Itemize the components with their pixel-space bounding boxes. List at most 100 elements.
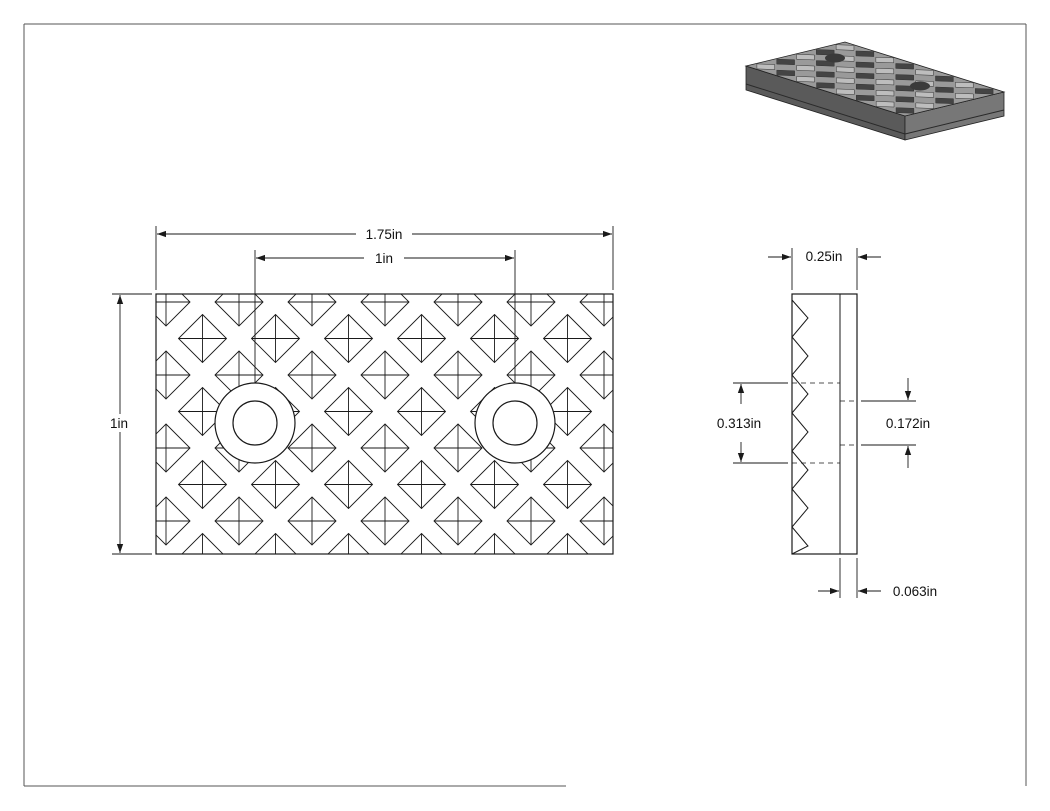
iso-top-face [744, 41, 1006, 117]
iso-tooth [915, 69, 934, 76]
pyramid-diamond [690, 607, 738, 655]
dim-base-thickness [818, 558, 881, 598]
iso-tooth [875, 79, 895, 86]
pyramid-diamond [69, 497, 117, 545]
pyramid-diamond [617, 242, 665, 290]
pyramid-diamond [617, 461, 665, 509]
pyramid-diamond [653, 278, 701, 326]
pyramid-diamond [252, 607, 300, 655]
pyramid-diamond [653, 351, 701, 399]
iso-tooth [895, 74, 914, 81]
iso-tooth [855, 83, 875, 90]
pyramid-diamond [653, 570, 701, 618]
pyramid-diamond [215, 570, 263, 618]
iso-tooth [855, 61, 875, 68]
pyramid-diamond [690, 461, 738, 509]
iso-tooth [835, 66, 855, 73]
iso-tooth [835, 44, 855, 51]
pyramid-diamond [288, 205, 336, 253]
pyramid-diamond [106, 534, 154, 582]
iso-tooth [955, 93, 974, 100]
pyramid-diamond [142, 205, 190, 253]
dim-label-overall-height: 1in [110, 416, 128, 431]
iso-tooth [855, 50, 875, 57]
iso-tooth [776, 58, 795, 65]
pyramid-diamond [69, 205, 117, 253]
side-outline [791, 293, 858, 555]
iso-tooth [875, 101, 895, 108]
hole-left [214, 382, 296, 464]
pyramid-diamond [325, 242, 373, 290]
iso-tooth [974, 88, 994, 95]
iso-tooth [935, 86, 954, 93]
dim-overall-width [155, 226, 614, 290]
pyramid-diamond [507, 570, 555, 618]
iso-tooth [816, 71, 835, 78]
pyramid-diamond [473, 532, 516, 554]
pyramid-diamond [617, 607, 665, 655]
pyramid-diamond [617, 534, 665, 582]
pyramid-diamond [106, 461, 154, 509]
dim-label-hole-spacing: 1in [375, 251, 393, 266]
iso-tooth [955, 81, 974, 89]
pyramid-diamond [653, 205, 701, 253]
pyramid-diamond [617, 315, 665, 363]
dim-counterbore [733, 382, 788, 464]
pyramid-diamond [181, 532, 224, 554]
iso-tooth [796, 76, 815, 83]
pyramid-diamond [327, 532, 370, 554]
pyramid-diamond [580, 570, 628, 618]
pyramid-diamond [471, 607, 519, 655]
iso-tooth [895, 107, 915, 114]
iso-tooth [855, 72, 875, 79]
pyramid-diamond [288, 570, 336, 618]
pyramid-diamond [546, 532, 589, 554]
pyramid-diamond [361, 570, 409, 618]
dim-label-bg [104, 414, 136, 432]
pyramid-diamond [142, 570, 190, 618]
pyramid-diamond [690, 242, 738, 290]
pyramid-diamond [580, 205, 628, 253]
pyramid-diamond [544, 242, 592, 290]
pyramid-diamond [252, 242, 300, 290]
iso-tooth [836, 77, 855, 84]
pyramid-diamond [653, 424, 701, 472]
dim-thickness [768, 248, 881, 290]
iso-teeth [756, 44, 994, 114]
iso-tooth [895, 96, 915, 103]
iso-tooth [796, 65, 815, 72]
pyramid-diamond [215, 205, 263, 253]
pyramid-diamond [179, 607, 227, 655]
through-hole-right [492, 400, 538, 446]
iso-tooth [875, 90, 895, 97]
iso-tooth [915, 91, 934, 98]
dim-label-overall-width: 1.75in [366, 227, 403, 242]
pyramid-diamond [179, 242, 227, 290]
dim-hole-spacing [254, 250, 516, 383]
pyramid-diamond [69, 351, 117, 399]
dim-label-counterbore: 0.313in [717, 416, 761, 431]
isometric-part-icon [744, 41, 1006, 141]
pyramid-diamond [471, 242, 519, 290]
tooth-profile [791, 294, 809, 555]
iso-tooth [836, 88, 855, 95]
iso-tooth [776, 69, 795, 77]
pyramid-diamond [434, 570, 482, 618]
pyramid-diamond [400, 532, 443, 554]
pyramid-diamond [617, 388, 665, 436]
iso-tooth [875, 56, 894, 64]
iso-hole-right [910, 81, 930, 91]
pyramid-diamond [690, 315, 738, 363]
dim-label-thickness: 0.25in [806, 249, 843, 264]
pyramid-diamond [69, 570, 117, 618]
iso-tooth [756, 63, 776, 70]
front-view: 1.75in 1in 1in [69, 205, 738, 655]
sheet-border [23, 23, 1027, 787]
iso-tooth [935, 97, 954, 104]
through-hole-left [232, 400, 278, 446]
iso-tooth [875, 68, 895, 75]
iso-tooth [895, 63, 914, 70]
pyramid-diamond [690, 534, 738, 582]
iso-tooth [915, 102, 934, 109]
